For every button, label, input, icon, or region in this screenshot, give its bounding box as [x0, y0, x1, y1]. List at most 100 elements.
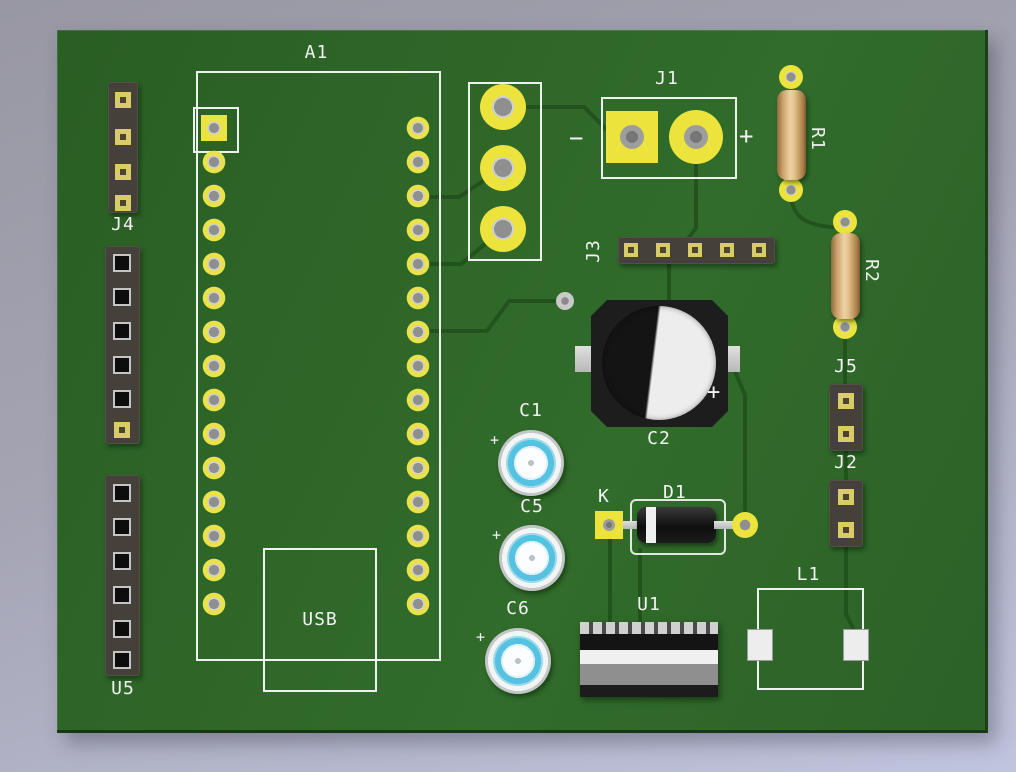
pin-hole: [660, 247, 666, 253]
pin-hole: [843, 398, 849, 404]
d1-lead: [714, 521, 734, 529]
pin-pad: [720, 243, 734, 257]
u1-band: [580, 650, 718, 664]
capacitor-c1: [498, 430, 564, 496]
label-c2-plus: +: [707, 380, 722, 405]
pin-hole: [120, 200, 126, 206]
label-c5: C5: [520, 496, 544, 517]
pin-pad: [115, 92, 131, 108]
label-r1: R1: [807, 127, 828, 151]
capacitor-c6: [485, 628, 551, 694]
capacitor-c2: +: [591, 300, 728, 427]
r1-pad: [779, 178, 803, 202]
u1-band: [580, 634, 718, 650]
pad-hole: [603, 519, 615, 531]
header-j3: [618, 237, 775, 264]
label-usb: USB: [302, 609, 338, 630]
pin-socket: [113, 390, 131, 408]
label-j2: J2: [834, 452, 858, 473]
label-c2: C2: [647, 428, 671, 449]
pin-pad: [688, 243, 702, 257]
pin-pad: [115, 195, 131, 211]
label-j1-plus: +: [739, 122, 755, 150]
pin-hole: [724, 247, 730, 253]
pin-hole: [628, 247, 634, 253]
label-u1: U1: [637, 594, 661, 615]
resistor-r1: [777, 90, 806, 180]
usb-connector-outline: USB: [263, 548, 377, 692]
label-d1: D1: [663, 482, 687, 503]
pin-pad: [115, 164, 131, 180]
pin-socket: [113, 586, 131, 604]
through-hole-pad: [480, 206, 526, 252]
pin-socket: [113, 288, 131, 306]
label-j5: J5: [834, 356, 858, 377]
pin-hole: [692, 247, 698, 253]
connector-3pin-outline: [468, 82, 542, 261]
u1-band: [580, 685, 718, 697]
label-l1: L1: [796, 564, 821, 585]
u1-band: [580, 664, 718, 685]
pin-socket: [113, 552, 131, 570]
hole-column-right: [406, 111, 430, 621]
label-r2: R2: [861, 259, 882, 283]
label-d1-cathode: K: [598, 486, 610, 507]
r2-pad: [833, 315, 857, 339]
pin-hole: [120, 134, 126, 140]
pin-header-middle: [105, 246, 140, 444]
capacitor-c5: [499, 525, 565, 591]
label-a1: A1: [304, 42, 329, 63]
via: [556, 292, 574, 310]
label-j1: J1: [655, 68, 679, 89]
pin-pad: [656, 243, 670, 257]
label-c6: C6: [506, 598, 530, 619]
label-j4: J4: [111, 214, 135, 235]
c2-top-disc: [602, 306, 716, 420]
module-a1-outline: [196, 71, 441, 661]
diode-d1-body: [637, 507, 716, 543]
pin-pad: [115, 129, 131, 145]
header-u5: [105, 475, 140, 676]
label-u5: U5: [111, 678, 135, 699]
pad-hole: [684, 125, 708, 149]
pin-socket: [113, 356, 131, 374]
j1-pad-negative: [606, 111, 658, 163]
pin-hole: [120, 169, 126, 175]
pcb-board: J4 U5 A1 USB: [57, 30, 988, 733]
pin-pad: [114, 422, 130, 438]
d1-lead: [623, 521, 639, 529]
pin-socket: [113, 484, 131, 502]
pin-hole: [756, 247, 762, 253]
pin-socket: [113, 254, 131, 272]
label-j3: J3: [583, 239, 604, 263]
pin-pad: [838, 393, 854, 409]
r1-pad: [779, 65, 803, 89]
pin-hole: [843, 527, 849, 533]
pin-pad: [752, 243, 766, 257]
pin-socket: [113, 651, 131, 669]
header-j2: [829, 480, 863, 547]
pin-socket: [113, 322, 131, 340]
label-c5-plus: +: [492, 526, 503, 544]
pad-hole: [620, 125, 644, 149]
pin-hole: [843, 431, 849, 437]
l1-pad: [843, 629, 869, 661]
pin-hole: [843, 494, 849, 500]
j1-pad-positive: [669, 110, 723, 164]
hole-column-left: [202, 111, 226, 621]
label-c1: C1: [519, 400, 543, 421]
resistor-r2: [831, 233, 860, 319]
pin-hole: [119, 427, 125, 433]
r2-pad: [833, 210, 857, 234]
pin-socket: [113, 518, 131, 536]
d1-cathode-pad: [595, 511, 623, 539]
pin-pad: [624, 243, 638, 257]
d1-anode-pad: [732, 512, 758, 538]
label-c1-plus: +: [490, 431, 501, 449]
l1-pad: [747, 629, 773, 661]
terminal-j1-outline: [601, 97, 737, 179]
pin-socket: [113, 620, 131, 638]
label-j1-minus: −: [569, 124, 585, 152]
through-hole-pad: [480, 84, 526, 130]
